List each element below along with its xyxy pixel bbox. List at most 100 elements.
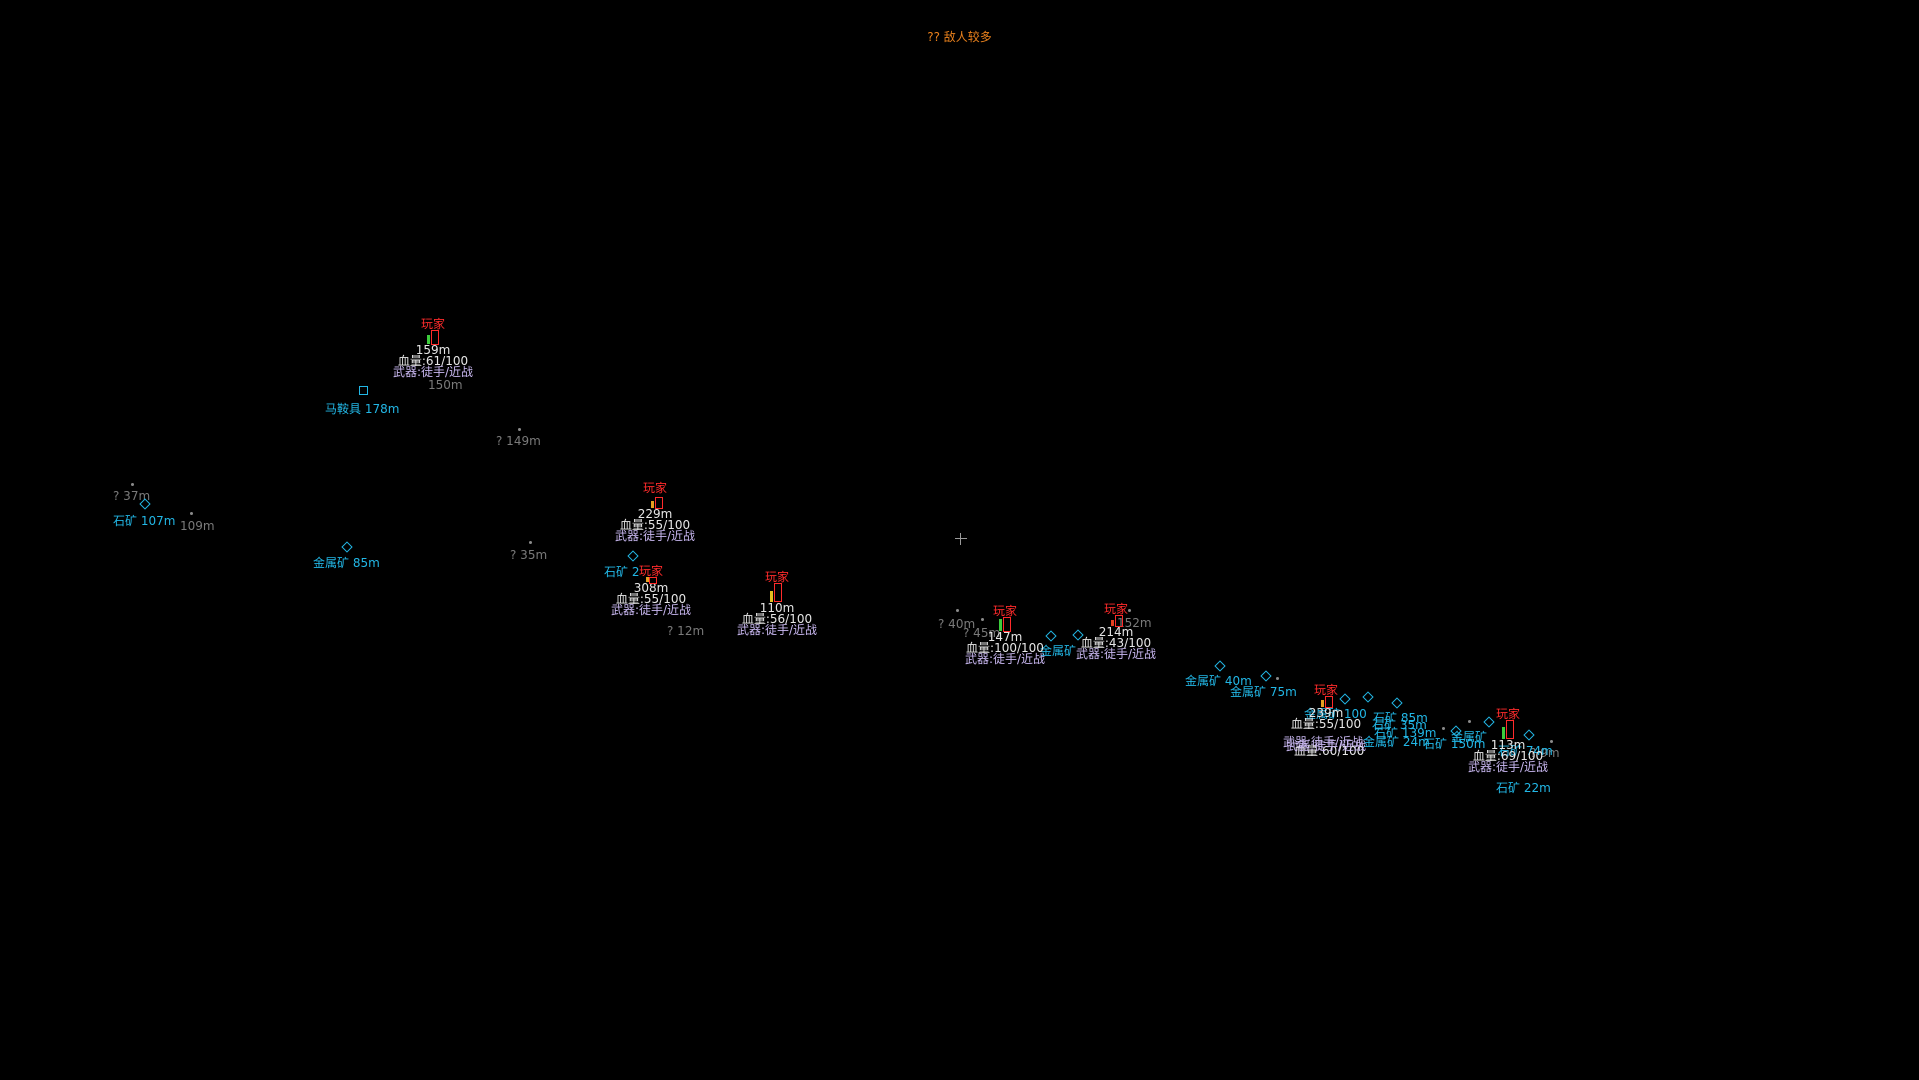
player-distance: 147m <box>987 630 1023 644</box>
resource-label: 石矿 35m <box>1372 718 1427 732</box>
diamond-icon <box>1391 697 1403 709</box>
resource-label: 金属矿 24m <box>1363 735 1430 749</box>
resource-label: 金属矿 40m <box>1185 674 1252 688</box>
player-health: 血量:55/100 <box>1290 717 1362 731</box>
player-distance: 159m <box>415 343 451 357</box>
health-bar <box>646 577 649 582</box>
resource-label: 石矿 150m <box>1423 737 1486 751</box>
health-bar <box>770 591 773 602</box>
resource-label: 石矿 107m <box>113 514 176 528</box>
dot-icon <box>190 512 193 515</box>
unknown-label: ? 37m <box>113 489 151 503</box>
player-weapon: 武器:徒手/近战 <box>610 603 692 617</box>
resource-label: 马鞍具 178m <box>325 402 400 416</box>
player-box-icon <box>600 494 710 509</box>
dot-icon <box>1128 609 1131 612</box>
resource-label: 金属矿 75m <box>1230 685 1297 699</box>
player-weapon: 武器:徒手/近战 <box>1285 739 1367 753</box>
health-bar <box>1111 620 1114 626</box>
player-distance: 308m <box>633 581 669 595</box>
dot-icon <box>1442 727 1445 730</box>
unknown-label: ? 149m <box>496 434 541 448</box>
player-box-icon <box>950 617 1060 632</box>
player-box-icon <box>1061 615 1171 627</box>
health-bar <box>427 335 430 344</box>
player-weapon: 武器:徒手/近战 <box>392 365 474 379</box>
player-name: 玩家 <box>992 604 1017 618</box>
player-distance: 239m <box>1308 706 1344 720</box>
resource-label: 石矿 2 <box>604 565 640 579</box>
resource-label: 石矿 139m <box>1374 726 1437 740</box>
player-name: 玩家 <box>1313 683 1338 697</box>
player-box-icon <box>722 583 832 603</box>
player-health-overlap: 血量:60/100 <box>1294 744 1365 758</box>
unknown-label: 109m <box>180 519 215 533</box>
player-name: 玩家 <box>638 564 663 578</box>
unknown-label: 150m <box>428 378 463 392</box>
dot-icon <box>981 618 984 621</box>
player-name: 玩家 <box>1103 602 1128 616</box>
dot-icon <box>518 428 521 431</box>
dot-icon <box>529 541 532 544</box>
health-bar <box>1502 727 1505 739</box>
player-name: 玩家 <box>764 570 789 584</box>
player-box-icon <box>1271 696 1381 708</box>
health-bar <box>1321 700 1324 707</box>
player-weapon: 武器:徒手/近战 <box>736 623 818 637</box>
unknown-label: ? 12m <box>667 624 705 638</box>
player-marker[interactable]: 玩家 159m 血量:61/100 武器:徒手/近战 <box>378 317 488 379</box>
health-bar <box>999 619 1002 631</box>
player-name: 玩家 <box>420 317 445 331</box>
health-bar <box>651 501 654 508</box>
player-box-icon <box>378 330 488 345</box>
player-weapon-overlap: 武器:徒手/近战 <box>1283 735 1364 749</box>
crosshair-icon <box>955 533 967 545</box>
player-marker[interactable]: 玩家 214m 血量:43/100 武器:徒手/近战 <box>1061 602 1171 661</box>
player-marker[interactable]: 玩家 229m 血量:55/100 武器:徒手/近战 <box>600 481 710 543</box>
diamond-icon <box>1214 660 1226 672</box>
player-weapon: 武器:徒手/近战 <box>1467 760 1549 774</box>
enemy-warning: ?? 敌人较多 <box>927 30 992 44</box>
resource-label: 金属矿 85m <box>313 556 380 570</box>
unknown-label: ? 45m <box>963 626 1001 640</box>
unknown-label: ? 9m <box>1530 746 1560 760</box>
diamond-icon <box>341 541 353 553</box>
player-distance: 229m <box>637 507 673 521</box>
player-marker[interactable]: 玩家 147m 血量:100/100 武器:徒手/近战 <box>950 604 1060 666</box>
diamond-icon <box>1260 670 1272 682</box>
player-name: 玩家 <box>642 481 667 495</box>
dot-icon <box>1468 720 1471 723</box>
player-distance: 214m <box>1098 625 1134 639</box>
player-distance: 110m <box>759 601 795 615</box>
unknown-label: ? 40m <box>938 617 976 631</box>
player-weapon: 武器:徒手/近战 <box>614 529 696 543</box>
diamond-icon <box>627 550 639 562</box>
resource-label: 金属矿 100 <box>1304 707 1367 721</box>
player-marker[interactable]: 玩家 239m 血量:55/100 武器:徒手/近战 <box>1271 683 1381 753</box>
player-health: 血量:43/100 <box>1080 636 1152 650</box>
resource-label: 金属矿 <box>1451 730 1488 744</box>
player-health: 血量:69/100 <box>1472 749 1544 763</box>
player-weapon: 武器:徒手/近战 <box>964 652 1046 666</box>
player-box-icon <box>1453 720 1563 740</box>
dot-icon <box>1276 677 1279 680</box>
player-health: 血量:55/100 <box>619 518 691 532</box>
resource-label: 金属矿 <box>1040 644 1077 658</box>
player-weapon: 武器:徒手/近战 <box>1075 647 1157 661</box>
player-health: 血量:61/100 <box>397 354 469 368</box>
dot-icon <box>956 609 959 612</box>
player-marker[interactable]: 玩家 308m 血量:55/100 武器:徒手/近战 <box>596 564 706 617</box>
dot-icon <box>1550 740 1553 743</box>
player-health: 血量:100/100 <box>966 641 1044 655</box>
resource-label: 石矿 85m <box>1373 711 1428 725</box>
resource-label: 石矿 74m <box>1498 744 1553 758</box>
unknown-label: 152m <box>1117 616 1152 630</box>
dot-icon <box>131 483 134 486</box>
player-marker[interactable]: 玩家 113m 血量:69/100 武器:徒手/近战 <box>1453 707 1563 774</box>
player-name: 玩家 <box>1495 707 1520 721</box>
unknown-label: ? 35m <box>510 548 548 562</box>
square-icon <box>359 386 368 395</box>
player-health: 血量:56/100 <box>741 612 813 626</box>
player-marker[interactable]: 玩家 110m 血量:56/100 武器:徒手/近战 <box>722 570 832 637</box>
player-distance: 113m <box>1490 738 1526 752</box>
